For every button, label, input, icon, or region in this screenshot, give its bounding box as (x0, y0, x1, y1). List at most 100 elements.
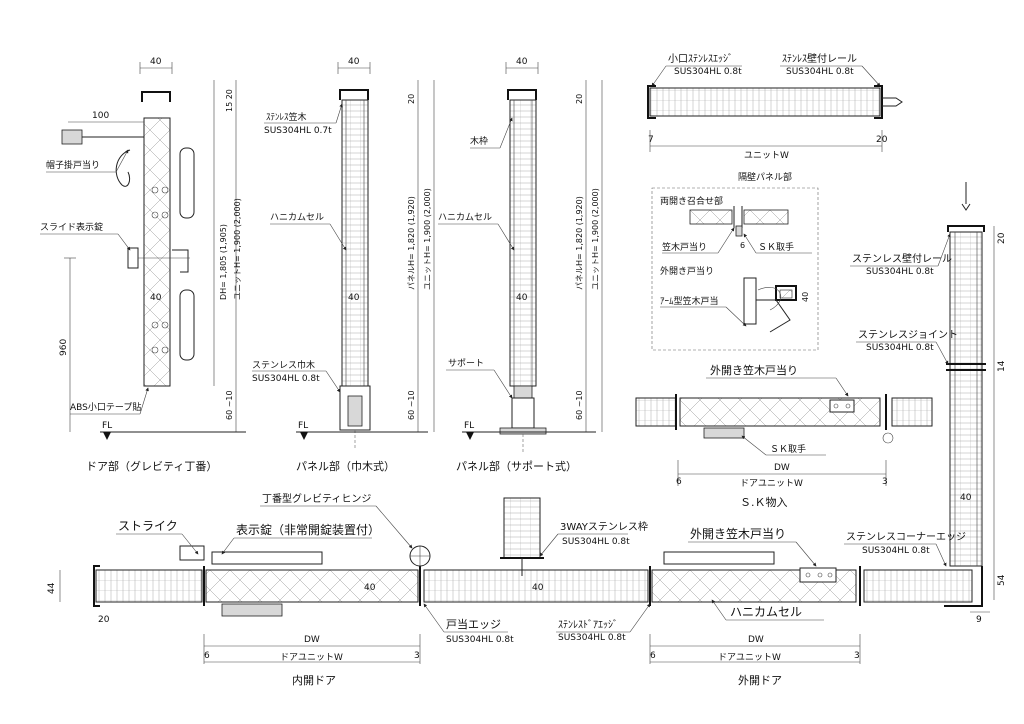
plan-label-strike: ストライク (118, 519, 178, 533)
psup-caption: パネル部（サポート式） (456, 459, 577, 473)
right-column: 40 ステンレス壁付レール SUS304HL 0.8t ステンレスジョイント S… (850, 182, 1007, 625)
rc-panel (949, 231, 983, 567)
plan-in-right: 3 (414, 651, 420, 661)
hook-block (61, 129, 83, 145)
plan-caption-in: 内開ドア (292, 673, 336, 687)
psup-fl: FL (464, 421, 474, 431)
plan-dim-44: 44 (47, 582, 57, 594)
hinge-upper (179, 147, 195, 219)
tr-dim-unit: ユニットW (744, 151, 789, 161)
ps-dim-right-unit: ユニットH= 1,900 (2,000) (423, 188, 432, 290)
ps-caption: パネル部（巾木式） (296, 459, 395, 473)
sk-handle (703, 427, 745, 439)
door-dim-right-top: 15 20 (225, 89, 234, 112)
sk-storage-plan: 外開き笠木戸当り ＳＫ取手 DW 6 ドアユニットW 3 Ｓ.Ｋ物入 (635, 363, 933, 509)
rc-label-rail: ステンレス壁付レール (852, 252, 952, 265)
bottom-plan: ストライク 表示錠（非常開錠装置付） 丁番型グレビティヒンジ 3WAYステンレス… (47, 492, 983, 687)
partition-detail: 隔壁パネル部 両開き召合せ部 笠木戸当り 6 ＳＫ取手 外開き戸当り 40 ｱｰ… (651, 171, 819, 351)
door-dim-top: 40 (150, 57, 162, 67)
ps-label-honeycomb: ハニカムセル (270, 212, 324, 223)
plan-label-door-edge-spec: SUS304HL 0.8t (446, 635, 514, 645)
door-fl: FL (102, 421, 112, 431)
ps-dim-mid: 40 (348, 293, 360, 303)
pd-title: 隔壁パネル部 (738, 171, 792, 183)
rc-label-joint: ステンレスジョイント (858, 330, 958, 341)
psup-dim-right-unit: ユニットH= 1,900 (2,000) (591, 188, 600, 290)
plan-label-3way: 3WAYステンレス枠 (560, 520, 648, 533)
ps-dim-top: 40 (348, 57, 360, 67)
psup-label-frame: 木枠 (470, 135, 488, 147)
plan-in-unit: ドアユニットW (280, 653, 343, 663)
psup-dim-top: 40 (516, 57, 528, 67)
psup-support-leg (511, 397, 535, 429)
ps-panel (341, 99, 369, 387)
plan-in-left: 6 (204, 651, 210, 661)
plan-out-dw: DW (748, 635, 764, 645)
tr-dim-left: 7 (648, 135, 654, 145)
tr-label-rail: ｽﾃﾝﾚｽ壁付レール (782, 52, 857, 65)
tr-label-edge: 小口ｽﾃﾝﾚｽｴｯｼﾞ (668, 53, 733, 65)
plan-caption-out: 外開ドア (738, 674, 782, 687)
pd-double-title: 両開き召合せ部 (660, 195, 723, 207)
ps-fl: FL (298, 421, 308, 431)
psup-label-honeycomb: ハニカムセル (438, 212, 492, 223)
plan-label-ss-edge-spec: SUS304HL 0.8t (558, 633, 626, 643)
plan-dim-20: 20 (98, 615, 110, 625)
indicator-lock (211, 551, 323, 565)
door-label-lock: スライド表示錠 (40, 221, 103, 233)
top-right-plan: 小口ｽﾃﾝﾚｽｴｯｼﾞ SUS304HL 0.8t ｽﾃﾝﾚｽ壁付レール SUS… (647, 52, 903, 161)
ps-label-skirt: ステンレス巾木 (252, 359, 315, 371)
door-section: 40 100 40 960 15 20 DH= 1,805 (1,905) ユニ… (40, 57, 246, 473)
psup-dim-right-top: 20 (575, 94, 584, 104)
plan-label-honeycomb: ハニカムセル (730, 605, 802, 619)
sk-dim-left: 6 (676, 477, 682, 487)
rc-label-joint-spec: SUS304HL 0.8t (866, 343, 934, 353)
psup-label-support: サポート (448, 358, 484, 369)
plan-label-corner: ステンレスコーナーエッジ (846, 531, 966, 543)
door-dim-right-unit: ユニットH= 1,900 (2,000) (233, 198, 242, 300)
plan-label-indicator: 表示錠（非常開錠装置付） (236, 522, 380, 537)
psup-base (499, 427, 547, 435)
door-leaf (143, 117, 171, 387)
door-caption: ドア部（グレビティ丁番） (86, 459, 217, 473)
panel-skirt-section: 40 40 20 パネルH= 1,820 (1,920) ユニットH= 1,90… (252, 57, 435, 473)
tr-dim-right: 20 (876, 135, 888, 145)
psup-dim-right-h: パネルH= 1,820 (1,920) (575, 196, 584, 290)
rc-dim-foot: 9 (976, 615, 982, 625)
tr-label-edge-spec: SUS304HL 0.8t (674, 67, 742, 77)
plan-dim-40b: 40 (532, 583, 544, 593)
rc-dim-top: 20 (997, 232, 1007, 244)
ps-label-cap-spec: SUS304HL 0.7t (264, 126, 332, 136)
outward-stop (663, 551, 775, 565)
rc-label-rail-spec: SUS304HL 0.8t (866, 267, 934, 277)
3way-panel (503, 497, 541, 559)
tr-label-rail-spec: SUS304HL 0.8t (786, 67, 854, 77)
sk-caption: Ｓ.Ｋ物入 (740, 495, 788, 509)
door-dim-960: 960 (59, 339, 69, 356)
plan-label-corner-spec: SUS304HL 0.8t (862, 546, 930, 556)
ps-label-skirt-spec: SUS304HL 0.8t (252, 374, 320, 384)
plan-label-3way-spec: SUS304HL 0.8t (562, 537, 630, 547)
plan-out-unit: ドアユニットW (718, 653, 781, 663)
psup-dim-right-bot: 60 ~10 (575, 390, 584, 420)
door-label-hook: 帽子掛戸当り (46, 159, 100, 171)
door-dim-mid: 40 (150, 293, 162, 303)
sk-label-stop: 外開き笠木戸当り (710, 363, 798, 377)
sk-stop-block (829, 399, 855, 413)
psup-dim-mid: 40 (516, 293, 528, 303)
hinge-lower (179, 289, 195, 361)
slide-lock-body (127, 247, 139, 269)
pd-frame (651, 187, 819, 351)
ps-dim-right-h: パネルH= 1,820 (1,920) (407, 196, 416, 290)
sk-dim-dw: DW (774, 463, 790, 473)
inward-door-leaf (205, 569, 419, 603)
pd-outward-dim: 40 (801, 292, 810, 302)
ps-dim-right-bot: 60 ~10 (407, 390, 416, 420)
plan-label-ss-edge: ｽﾃﾝﾚｽﾄﾞｱｴｯｼﾞ (558, 619, 618, 631)
pd-double-cap: 笠木戸当り (662, 241, 707, 253)
sk-dim-unit: ドアユニットW (740, 479, 803, 489)
pd-outward-title: 外開き戸当り (660, 265, 714, 277)
rc-dim-inner: 40 (960, 493, 972, 503)
door-dim-arm: 100 (92, 111, 109, 121)
